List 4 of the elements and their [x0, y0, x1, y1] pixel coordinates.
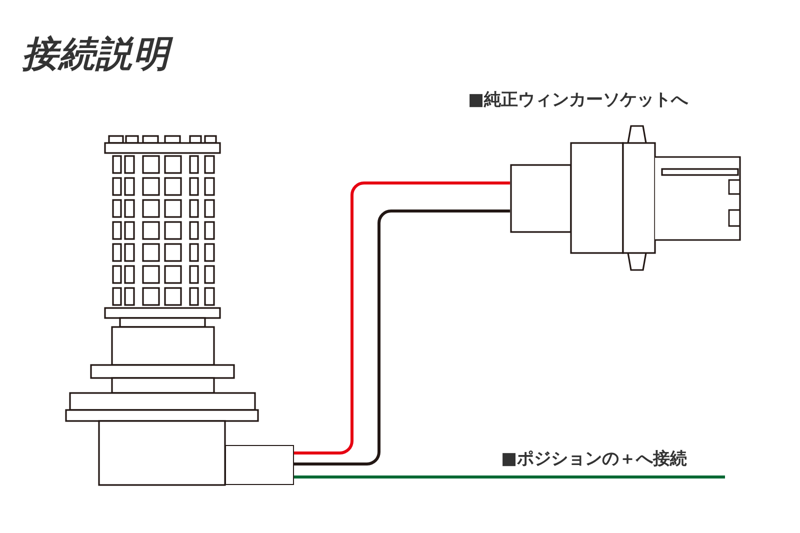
- edge-label: ■ポジションの＋へ接続: [501, 447, 688, 470]
- wire: [294, 476, 725, 478]
- callout-label: ■純正ウィンカーソケットへ: [468, 89, 688, 111]
- connector-box: [225, 445, 294, 485]
